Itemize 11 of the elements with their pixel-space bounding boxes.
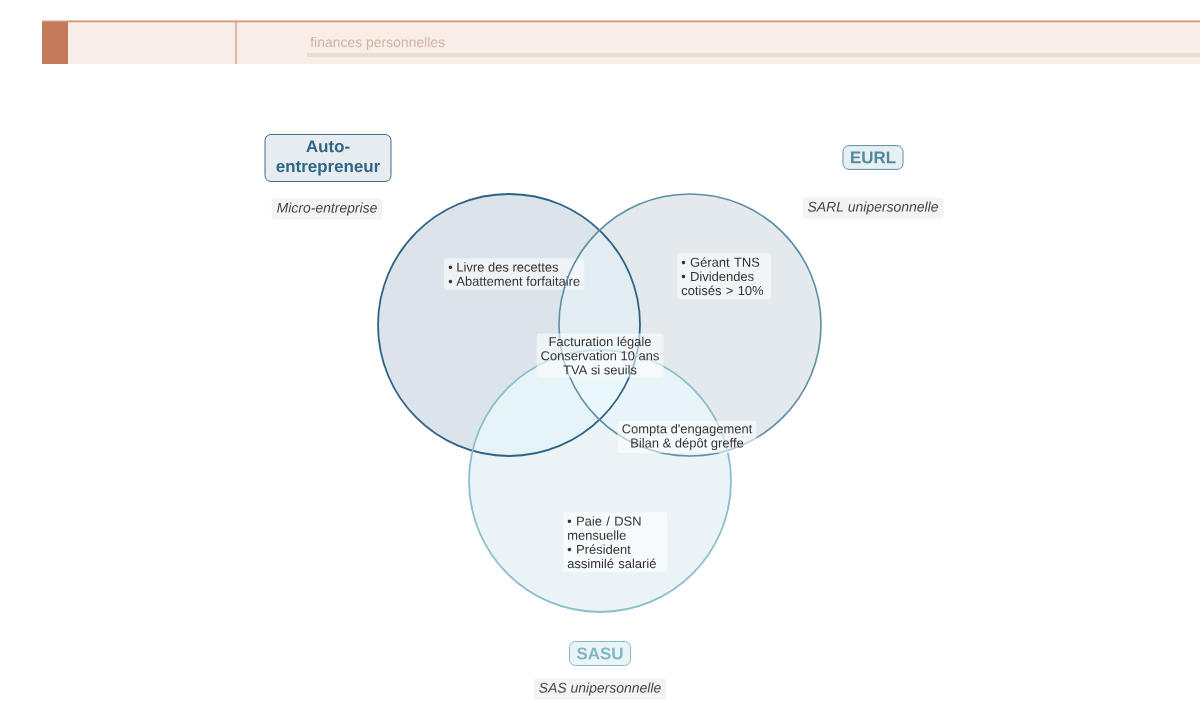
tagline-text: finances personnelles (310, 36, 445, 50)
heading-box: Auto-entrepreneur (264, 133, 392, 183)
heading-box: EURL (842, 145, 904, 170)
bullet-list: • Gérant TNS • Dividendes cotisés > 10% (677, 253, 772, 300)
subtitle-label: Micro-entreprise (271, 198, 383, 220)
overlap-label: Facturation légale Conservation 10 ans TVA si seuils (536, 333, 664, 378)
subtitle-label: SAS unipersonnelle (533, 678, 667, 700)
heading-box: SASU (569, 641, 632, 666)
overlap-label: Compta d'engagement Bilan & dépôt greffe (617, 420, 757, 454)
bullet-list: • Paie / DSN mensuelle • Président assimilé salarié (563, 512, 668, 573)
subtitle-label: SARL unipersonnelle (802, 197, 944, 219)
